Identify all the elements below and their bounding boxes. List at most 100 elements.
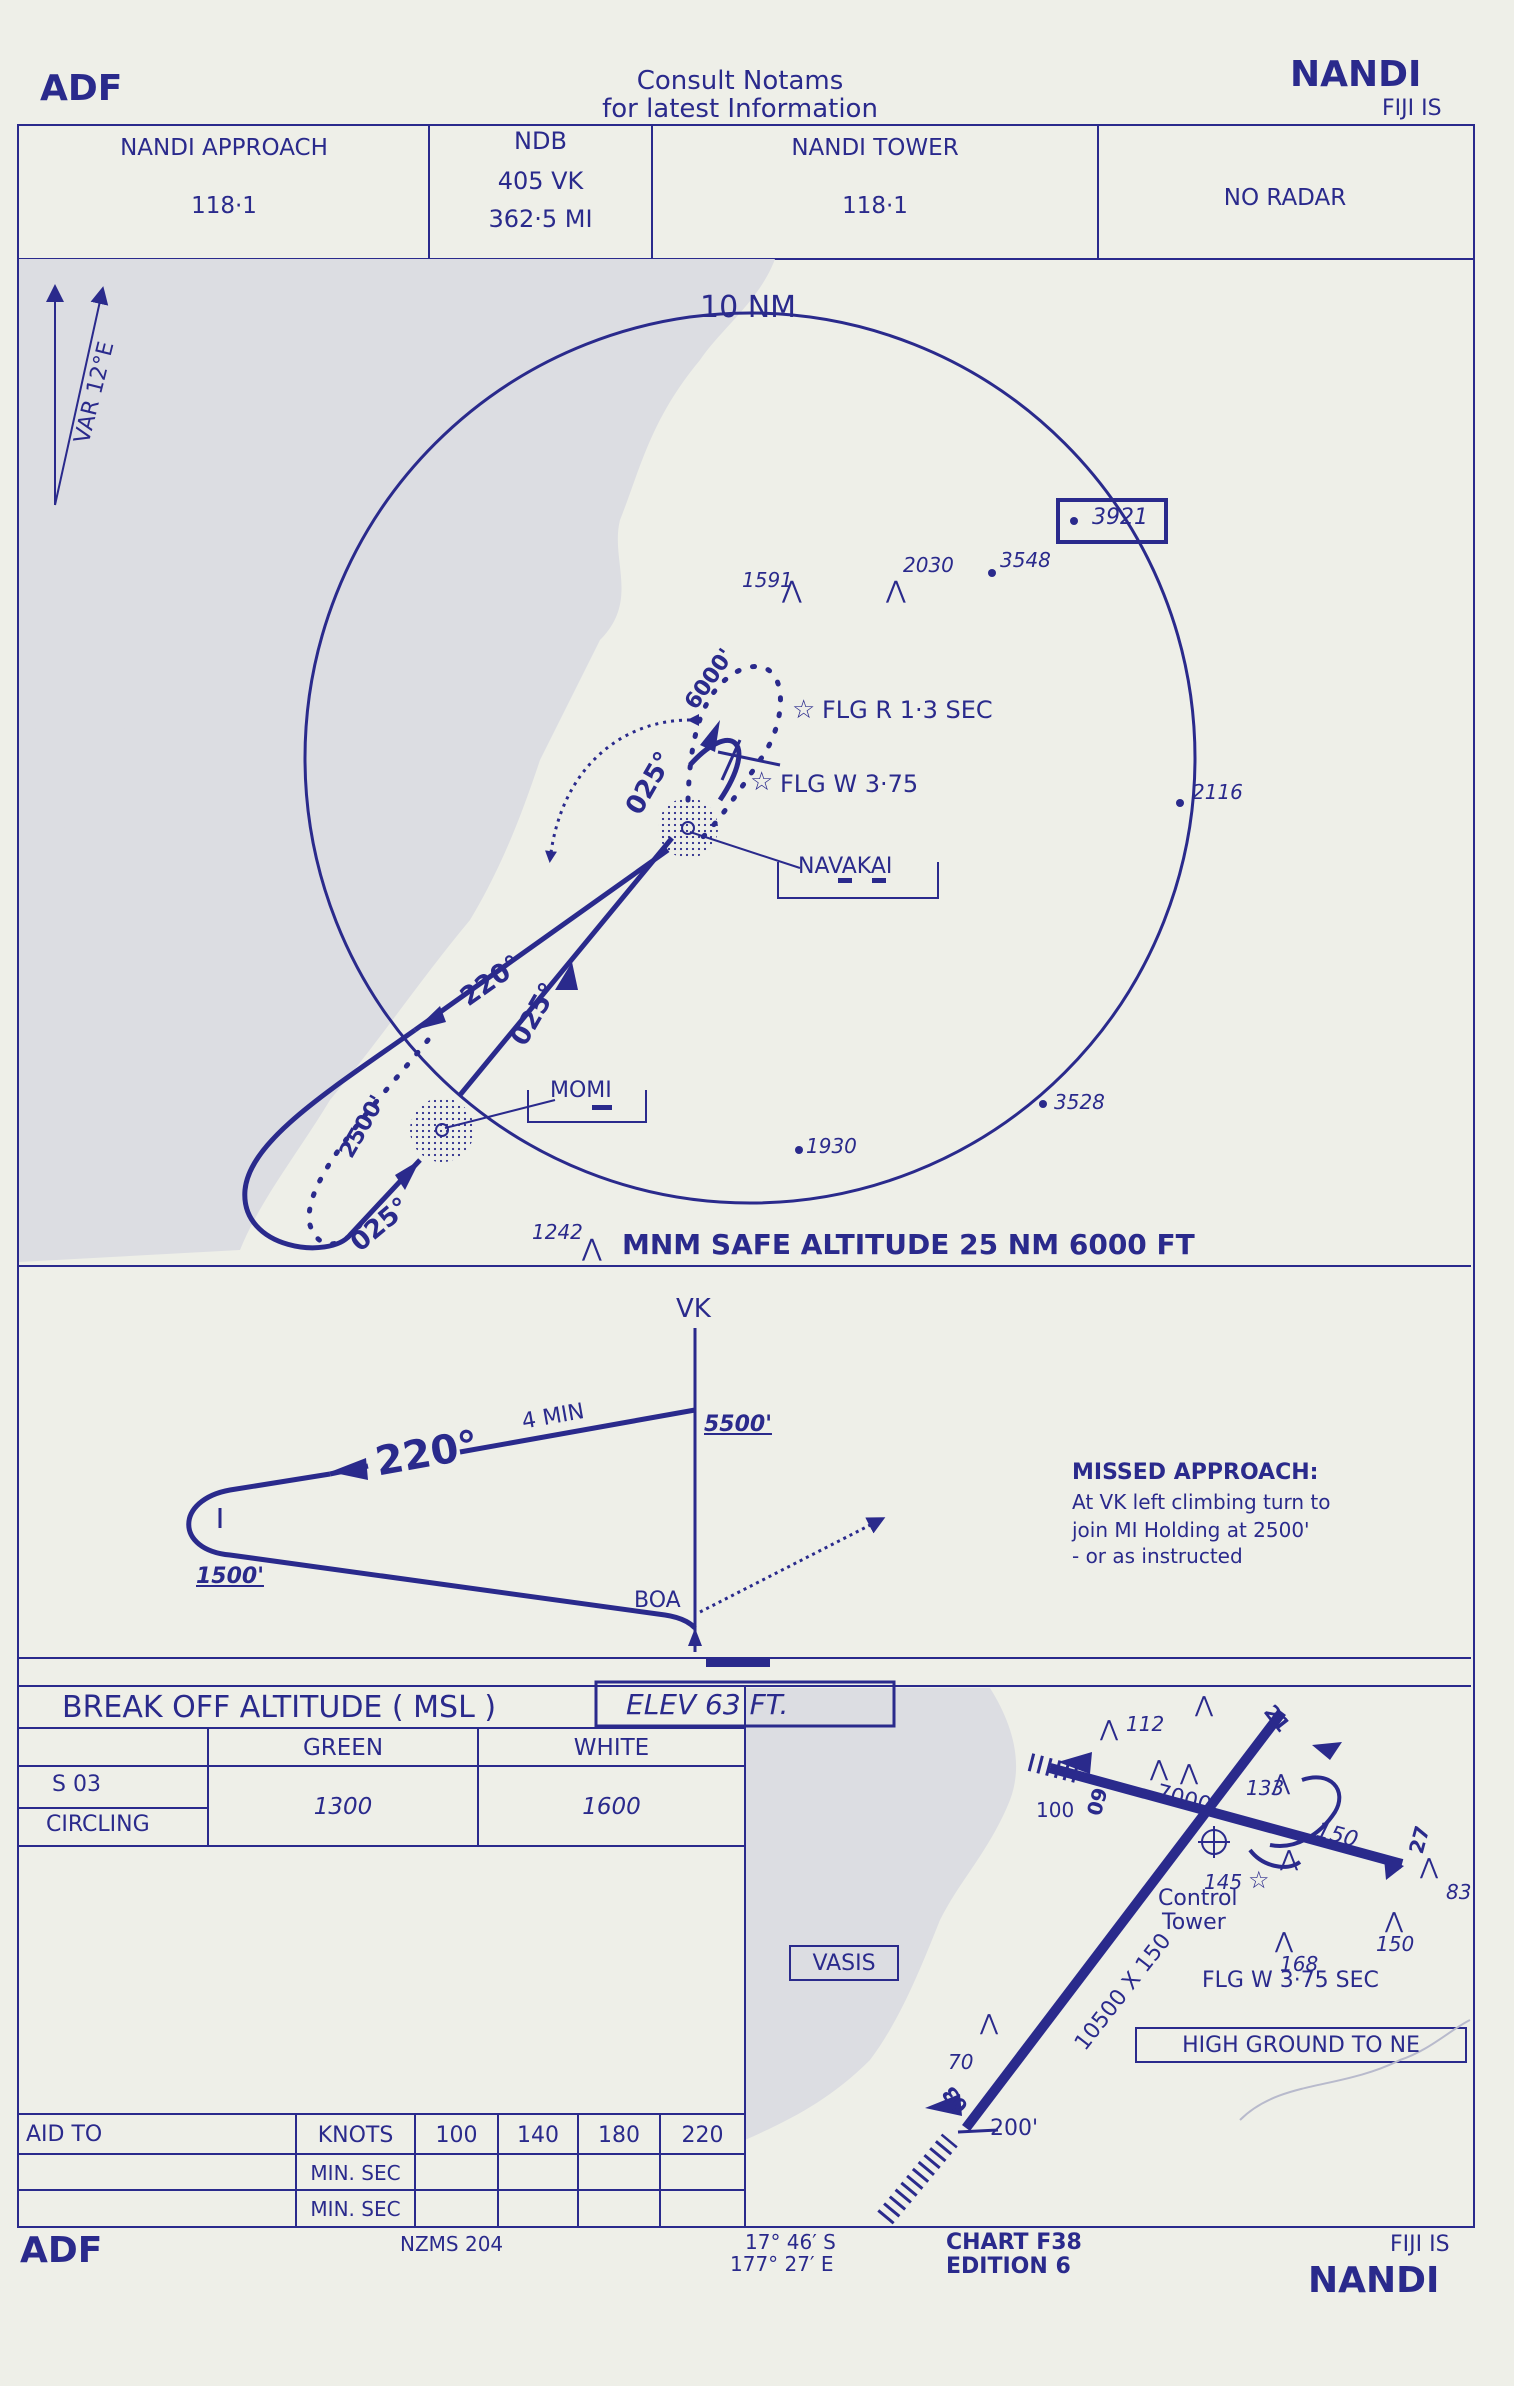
profile-vk: VK [676,1294,711,1324]
ten-nm-ring [303,311,1197,1205]
svg-text:⋀: ⋀ [1194,1693,1214,1718]
momi-ndb-symbol [410,1098,474,1162]
notams-line2: for latest Information [602,94,878,124]
svg-text:⋀: ⋀ [1419,1855,1439,1880]
box-elevation: 3921 [1092,505,1148,530]
svg-text:⋀: ⋀ [885,576,906,604]
missed-approach-title: MISSED APPROACH: [1072,1460,1319,1485]
land-area [19,259,775,1262]
msa-label: MNM SAFE ALTITUDE 25 NM 6000 FT [622,1228,1195,1261]
tower-freq: 118·1 [842,193,908,219]
spot-height-1930: 1930 [806,1134,857,1158]
radar-note: NO RADAR [1223,185,1347,211]
threshold-100: 100 [1036,1798,1075,1822]
missed-approach-line1: At VK left climbing turn to [1072,1490,1331,1514]
profile-1500: 1500' [196,1564,264,1589]
momi-holding-dotted [306,1037,431,1247]
control-tower-line2: Tower [1162,1910,1226,1935]
aerodrome-flg-light: FLG W 3·75 SEC [1202,1968,1379,1993]
footer-lon: 177° 27′ E [730,2252,834,2276]
svg-text:⋀: ⋀ [1274,1929,1294,1954]
svg-text:⋀: ⋀ [1384,1909,1404,1934]
inbound-track [458,836,674,1097]
approach-freq: 118·1 [191,193,257,219]
profile-boa: BOA [634,1588,681,1613]
svg-text:⋀: ⋀ [781,576,802,604]
speed-220: 220 [681,2122,724,2148]
tower-name: NANDI TOWER [791,135,959,161]
runway-09-27 [1048,1763,1404,1869]
row-s03: S 03 [52,1772,101,1797]
missed-approach-line2: join MI Holding at 2500' [1072,1518,1310,1542]
approach-name: NANDI APPROACH [120,135,328,161]
missed-approach-line3: - or as instructed [1072,1544,1243,1568]
green-value: 1300 [313,1794,373,1820]
min-sec-1: MIN. SEC [310,2160,401,2185]
svg-text:☆: ☆ [1248,1866,1270,1894]
control-tower-line1: Control [1158,1886,1238,1911]
high-ground-note: HIGH GROUND TO NE [1182,2032,1420,2058]
ndb-label: NDB [514,127,567,155]
speed-100: 100 [435,2122,478,2148]
aerodrome-sea-area [745,1688,1017,2140]
header-right-sub: FIJI IS [1382,96,1442,121]
footer-edition: EDITION 6 [946,2254,1071,2279]
elevation: ELEV 63 FT. [626,1688,789,1721]
svg-text:⋀: ⋀ [979,2011,999,2036]
spot-height-3548: 3548 [1000,548,1051,572]
divider [651,124,653,258]
height-112: 112 [1126,1712,1165,1736]
header-right-title: NANDI [1290,54,1422,95]
navakai-holding-dotted [685,664,783,843]
footer-left: ADF [20,2230,103,2271]
runway-03-21 [962,1708,1286,2132]
spot-height-3528: 3528 [1054,1090,1105,1114]
svg-text:⋀: ⋀ [1099,1717,1119,1742]
height-145: 145 [1204,1870,1243,1894]
footer-right-title: NANDI [1308,2260,1440,2301]
footer-chart: CHART F38 [946,2230,1082,2255]
svg-text:☆: ☆ [750,767,773,797]
svg-text:⋀: ⋀ [1149,1757,1169,1782]
height-150: 150 [1376,1932,1415,1956]
white-value: 1600 [582,1794,641,1820]
svg-text:⋀: ⋀ [581,1234,602,1262]
footer-nzms: NZMS 204 [400,2232,504,2256]
spot-height-2030: 2030 [903,553,954,577]
knots: KNOTS [317,2122,394,2148]
navakai-label: NAVAKAI [798,854,893,879]
flg-w-light: FLG W 3·75 [780,770,919,798]
footer-lat: 17° 46′ S [745,2230,836,2254]
height-133: 133 [1246,1776,1285,1800]
ndb-mi: 362·5 MI [488,205,593,233]
spot-height-2116: 2116 [1192,780,1243,804]
procedure-turn [242,1027,422,1251]
svg-text:⋀: ⋀ [1271,1771,1291,1796]
notams-line1: Consult Notams [636,66,844,96]
outbound-track [413,847,670,1033]
break-off-title: BREAK OFF ALTITUDE ( MSL ) [62,1690,497,1725]
divider [1097,124,1099,258]
ndb-vk: 405 VK [497,167,584,195]
col-green: GREEN [302,1735,384,1761]
divider [428,124,430,258]
height-70: 70 [948,2050,974,2074]
speed-140: 140 [517,2122,559,2148]
speed-180: 180 [598,2122,640,2148]
col-white: WHITE [573,1735,650,1761]
height-168: 168 [1280,1952,1319,1976]
profile-5500: 5500' [704,1412,772,1437]
height-83: 83 [1446,1880,1472,1904]
row-circling: CIRCLING [46,1812,150,1837]
svg-text:☆: ☆ [792,695,815,725]
vasis-label: VASIS [812,1950,876,1976]
header-left: ADF [40,68,123,109]
radius-label: 10 NM [700,290,797,325]
flg-r-light: FLG R 1·3 SEC [822,696,993,724]
spot-height-1591: 1591 [742,568,793,592]
svg-text:⋀: ⋀ [1279,1847,1299,1872]
aid-to: AID TO [26,2122,103,2147]
footer-right-sub: FIJI IS [1390,2232,1450,2257]
momi-label: MOMI [550,1078,612,1103]
